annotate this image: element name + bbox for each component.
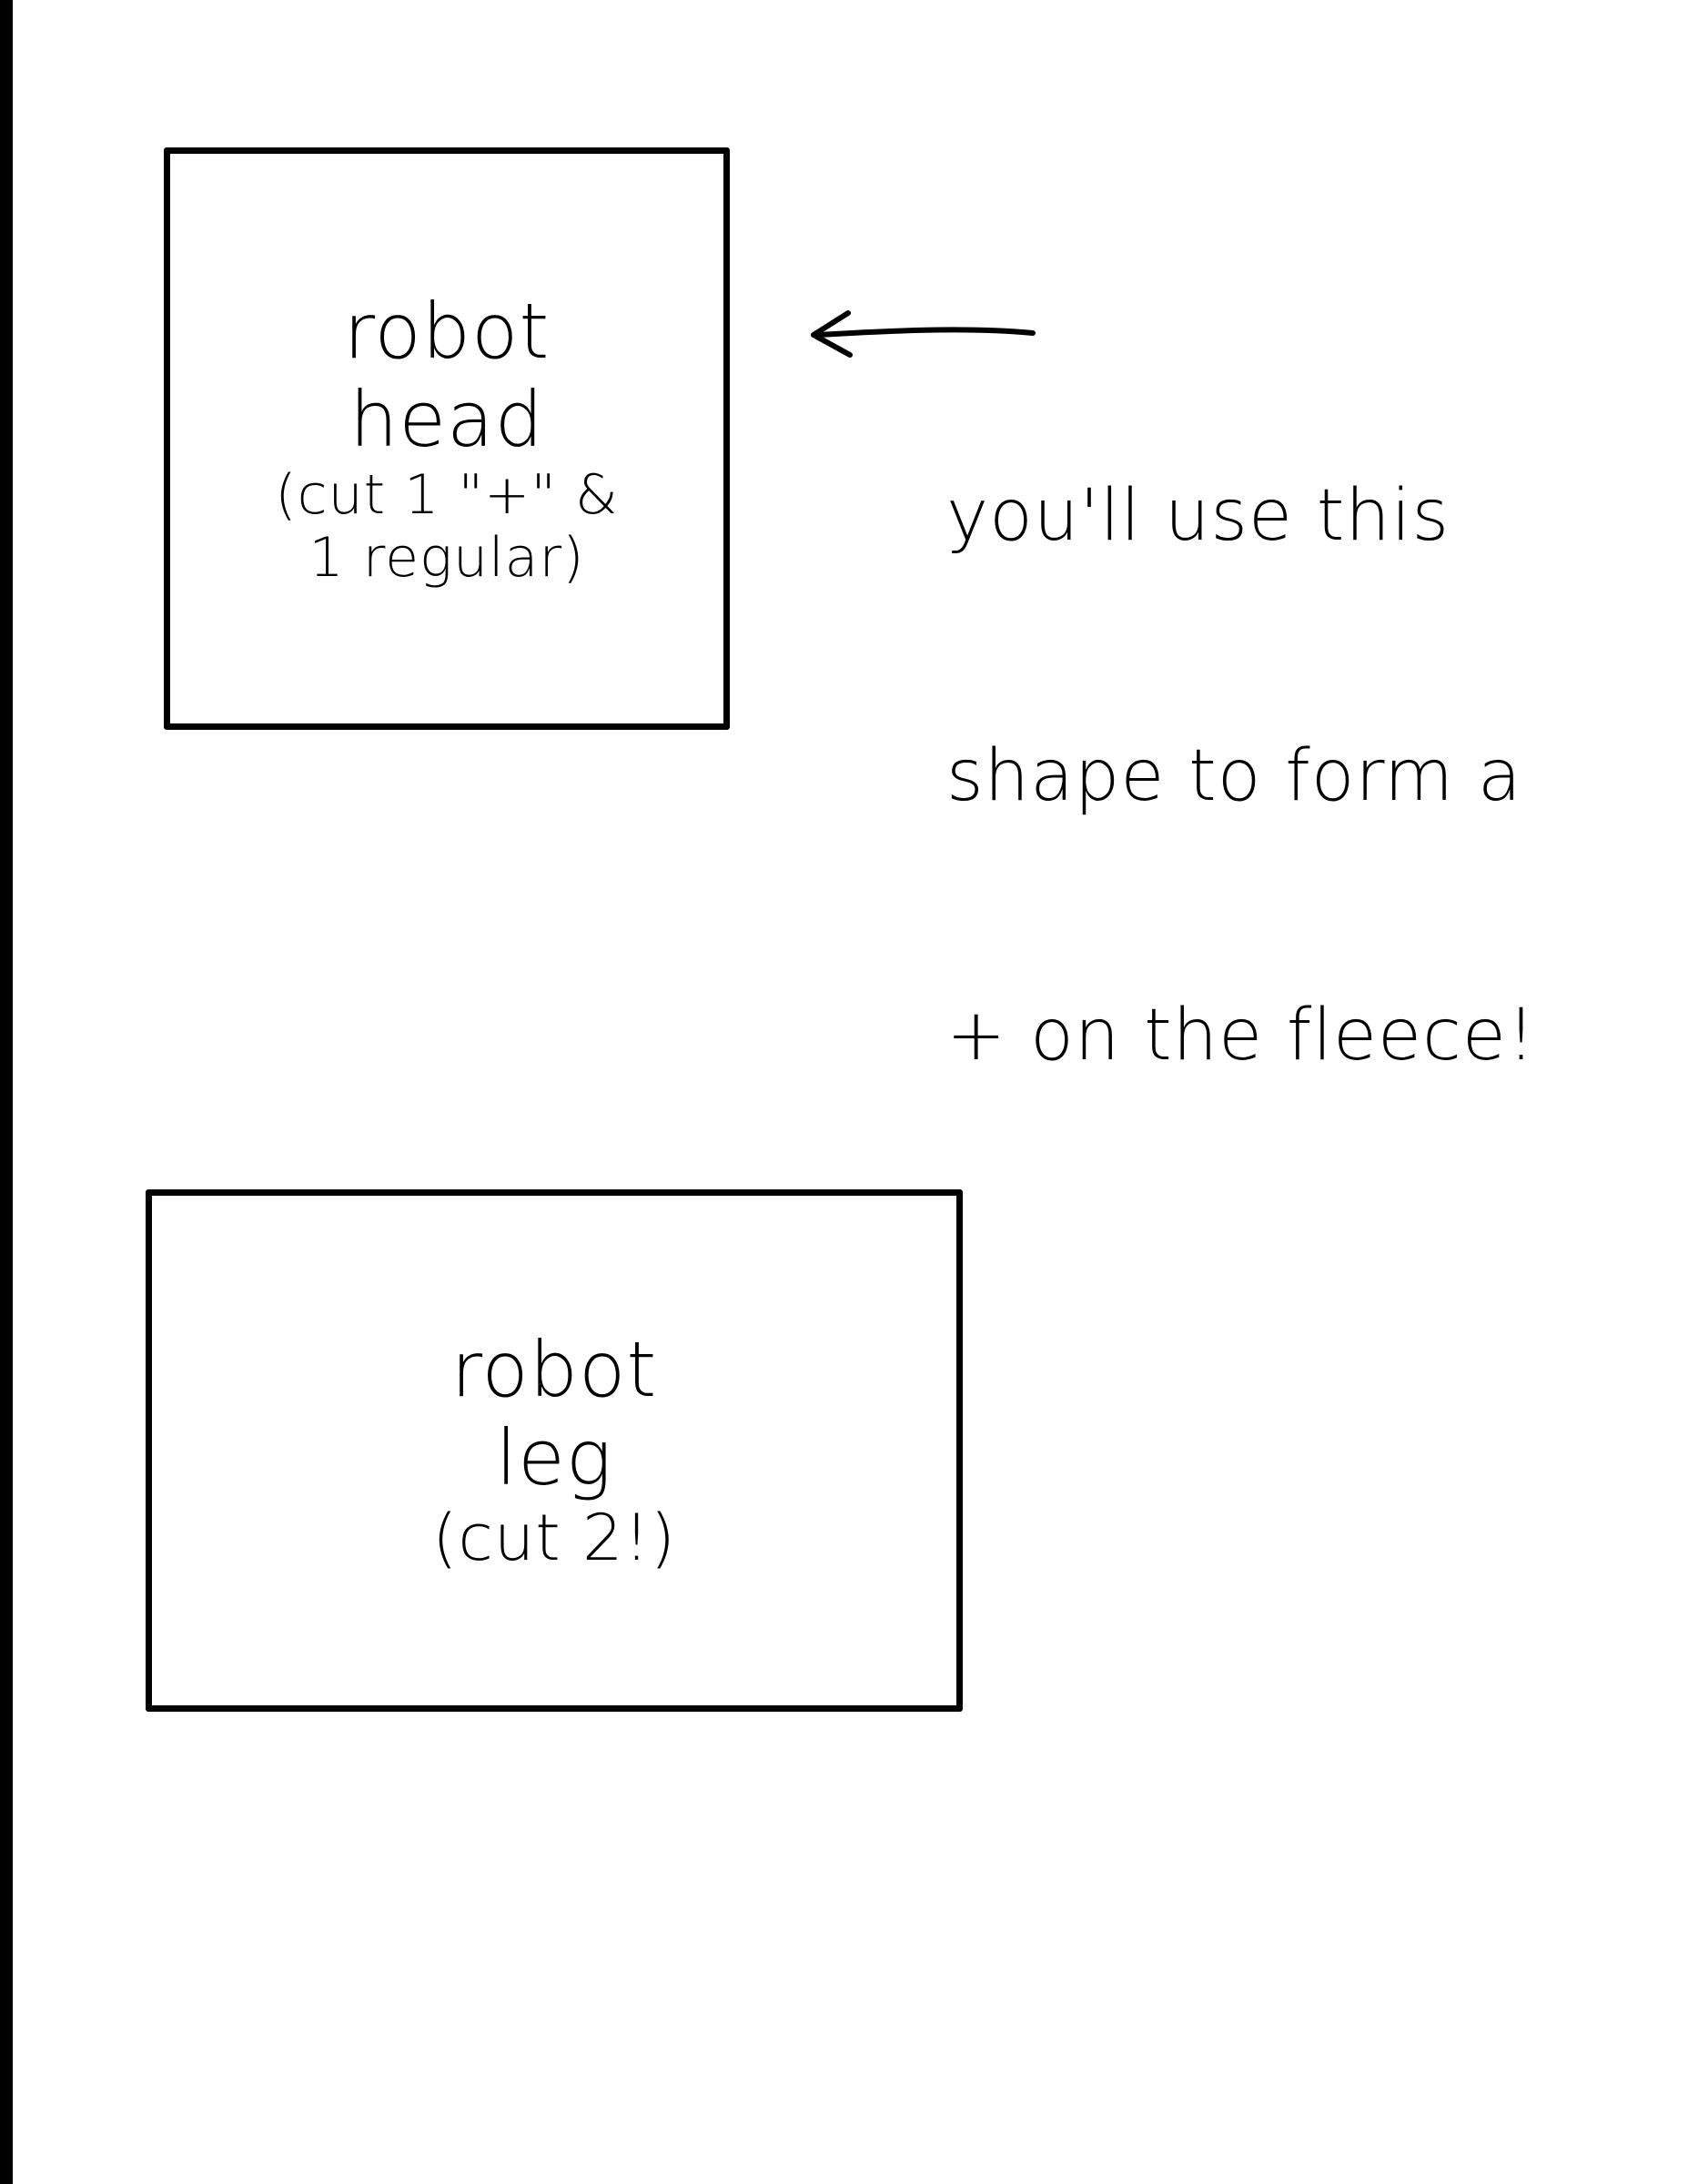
leg-label-line-1: robot (450, 1325, 658, 1415)
head-label-line-3: (cut 1 "+" & (275, 462, 619, 527)
note-line-1: you'll use this (946, 475, 1450, 558)
head-label-line-2: head (349, 375, 544, 464)
note-line-2: shape to form a (946, 734, 1522, 817)
left-arrow-icon (811, 310, 1036, 358)
head-label-line-1: robot (343, 287, 551, 377)
robot-leg-pattern-box: robot leg (cut 2!) (146, 1189, 963, 1712)
leg-label-line-2: leg (495, 1412, 613, 1502)
leg-label-line-3: (cut 2!) (432, 1501, 676, 1576)
handwritten-note: you'll use this shape to form a + on the… (946, 300, 1656, 1167)
note-line-3: + on the fleece! (946, 995, 1537, 1077)
robot-head-pattern-box: robot head (cut 1 "+" & 1 regular) (164, 147, 730, 730)
head-label-line-4: 1 regular) (308, 525, 585, 590)
page-left-edge (0, 0, 13, 2184)
